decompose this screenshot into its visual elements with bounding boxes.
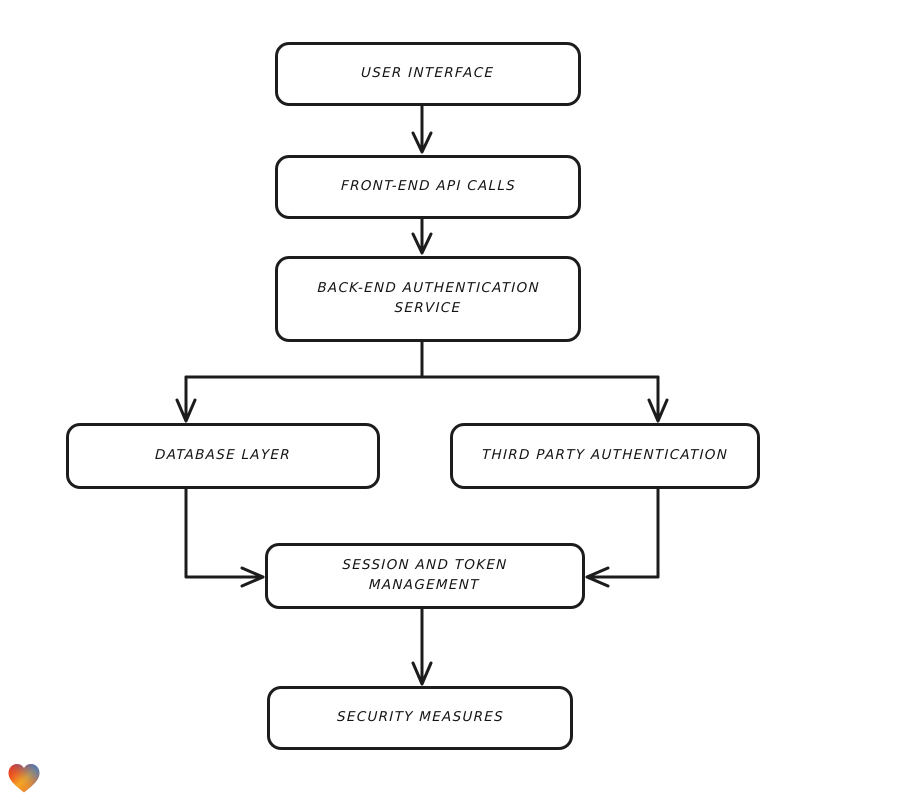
node-database-layer-label: Database Layer [154,447,292,464]
edge-frontend-api-to-backend-auth [411,217,433,255]
edge-session-token-to-security [411,607,433,686]
node-third-party-auth[interactable]: Third Party Authentication [450,423,760,489]
node-session-token-label: Session and Token Management [342,557,509,593]
node-session-token[interactable]: Session and Token Management [265,543,585,609]
node-security-label: Security Measures [336,709,504,726]
node-security[interactable]: Security Measures [267,686,573,750]
heart-icon [8,764,40,793]
node-frontend-api[interactable]: Front-End API Calls [275,155,581,219]
node-third-party-auth-label: Third Party Authentication [481,447,729,464]
node-database-layer[interactable]: Database Layer [66,423,380,489]
edge-backend-auth-to-database-layer [175,375,197,423]
node-user-interface-label: User Interface [361,65,495,82]
edge-database-layer-to-session-token [184,487,265,588]
node-frontend-api-label: Front-End API Calls [340,178,516,195]
node-backend-auth[interactable]: Back-End Authentication Service [275,256,581,342]
edge-backend-auth-to-third-party-auth [647,375,669,423]
edge-user-interface-to-frontend-api [411,104,433,154]
edge-backend-auth-split-trunk [184,340,660,379]
node-user-interface[interactable]: User Interface [275,42,581,106]
node-backend-auth-label: Back-End Authentication Service [316,280,540,316]
edge-third-party-auth-to-session-token [585,487,660,588]
